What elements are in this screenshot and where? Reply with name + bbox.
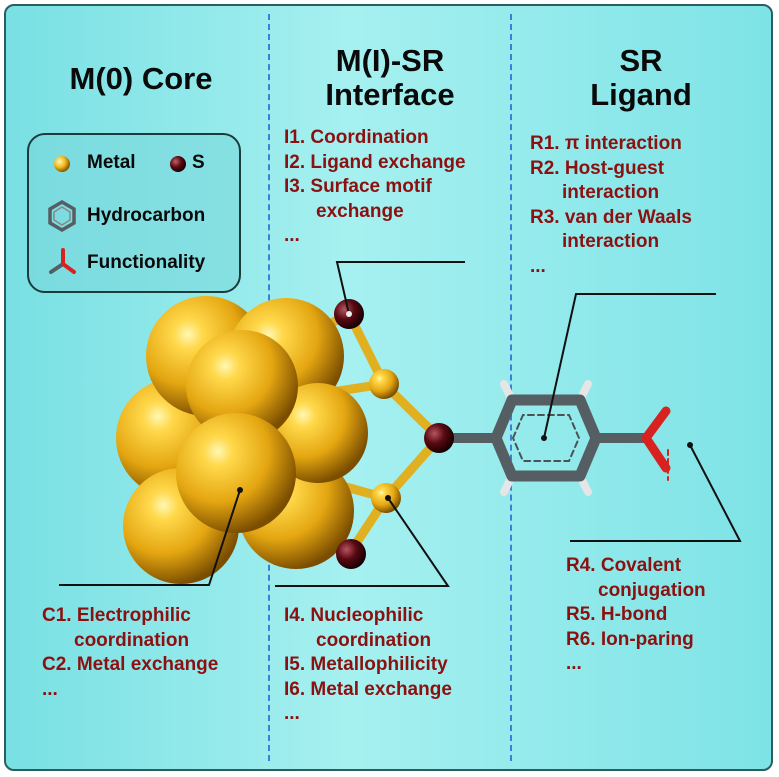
list-item: I1. Coordination bbox=[284, 127, 429, 148]
ligand-title-line2: Ligand bbox=[590, 77, 692, 112]
sulfur-atom bbox=[336, 539, 366, 569]
list-item: R6. Ion-paring bbox=[566, 628, 694, 650]
benzene-ring bbox=[490, 380, 671, 496]
list-item-continuation: exchange bbox=[316, 200, 404, 222]
list-item: I4. Nucleophilic bbox=[284, 605, 424, 626]
leader-dots bbox=[237, 311, 693, 501]
divider-right bbox=[510, 14, 512, 761]
list-item-continuation: interaction bbox=[562, 182, 660, 203]
interface-title-line1: M(I)-SR bbox=[335, 43, 445, 78]
list-item: C1. Electrophilic bbox=[42, 605, 191, 626]
functionality-icon bbox=[49, 248, 76, 274]
list-item: ... bbox=[284, 703, 300, 724]
nanocluster-illustration bbox=[59, 261, 742, 587]
legend-icons bbox=[48, 156, 186, 274]
ligand-title: SR Ligand bbox=[516, 44, 766, 112]
list-item: I2. Ligand exchange bbox=[284, 151, 466, 173]
core-atom bbox=[176, 413, 296, 533]
figure-frame: M(0) Core M(I)-SR Interface SR Ligand bbox=[4, 4, 773, 771]
ligand-title-line1: SR bbox=[619, 43, 663, 78]
list-item-continuation: interaction bbox=[562, 231, 660, 252]
leader-lines bbox=[59, 261, 742, 587]
interface-title: M(I)-SR Interface bbox=[274, 44, 506, 112]
sulfur-icon bbox=[170, 156, 186, 172]
list-item: C2. Metal exchange bbox=[42, 654, 219, 675]
legend-box: Metal S Hydrocarbon Functionality bbox=[27, 133, 241, 293]
core-title-line: M(0) Core bbox=[69, 61, 213, 96]
list-item-continuation: conjugation bbox=[598, 579, 706, 601]
list-item: ... bbox=[566, 653, 582, 674]
metal-icon bbox=[54, 156, 70, 172]
core-atom bbox=[186, 330, 298, 442]
list-item: R1. π interaction bbox=[530, 133, 682, 154]
list-item: ... bbox=[42, 678, 58, 700]
staple-metal-atom bbox=[369, 369, 399, 399]
list-item: I3. Surface motif bbox=[284, 176, 432, 197]
list-item: R3. van der Waals bbox=[530, 206, 692, 228]
list-item: R2. Host-guest bbox=[530, 157, 665, 179]
list-item: R4. Covalent bbox=[566, 555, 682, 576]
interface-title-line2: Interface bbox=[325, 77, 455, 112]
legend-hydrocarbon-label: Hydrocarbon bbox=[87, 205, 206, 226]
sulfur-atom bbox=[424, 423, 454, 453]
legend-metal-label: Metal bbox=[87, 152, 136, 173]
list-item-continuation: coordination bbox=[316, 629, 432, 651]
list-item: ... bbox=[284, 225, 300, 246]
legend-sulfur-label: S bbox=[192, 152, 205, 173]
list-item: R5. H-bond bbox=[566, 604, 668, 625]
list-item: ... bbox=[530, 255, 546, 277]
list-item-continuation: coordination bbox=[74, 629, 190, 651]
core-title: M(0) Core bbox=[26, 62, 256, 96]
list-item: I6. Metal exchange bbox=[284, 678, 452, 700]
hydrocarbon-icon bbox=[48, 199, 76, 233]
legend-functionality-label: Functionality bbox=[87, 252, 206, 273]
list-item: I5. Metallophilicity bbox=[284, 654, 448, 675]
metal-core bbox=[116, 296, 368, 584]
